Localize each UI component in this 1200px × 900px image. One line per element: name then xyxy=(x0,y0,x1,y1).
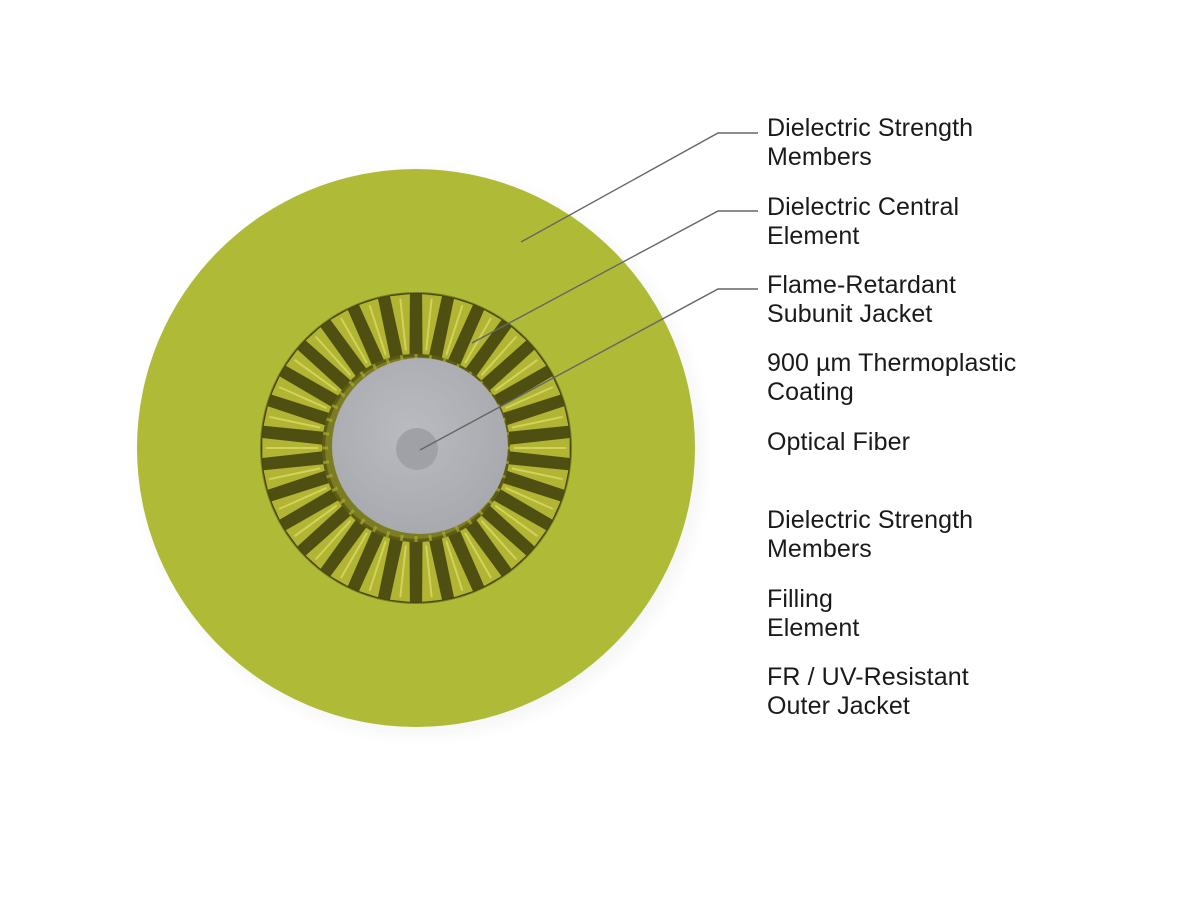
label-filling-element: Filling Element xyxy=(767,585,859,643)
label-line: Element xyxy=(767,222,860,250)
strand-highlight xyxy=(505,386,554,410)
strand-highlight xyxy=(511,467,563,481)
strand-highlight xyxy=(340,317,368,364)
subunit-ridge xyxy=(428,534,433,542)
leader-line-subunit-jacket xyxy=(419,288,758,451)
label-line: Dielectric Strength xyxy=(767,114,974,142)
strand-highlight xyxy=(399,298,407,351)
label-line: Dielectric Central xyxy=(767,193,960,221)
subunit-ridge xyxy=(339,498,346,505)
label-line: 900 µm Thermoplastic xyxy=(767,349,1017,377)
strand-highlight xyxy=(511,415,563,429)
strand-highlight xyxy=(445,304,464,356)
strand-highlight xyxy=(278,486,327,510)
subunit-ridge xyxy=(385,531,391,538)
subunit-ridge xyxy=(371,525,378,533)
label-line: Dielectric Strength xyxy=(767,506,974,534)
subunit-ridge xyxy=(441,531,447,538)
optical-fiber xyxy=(396,428,438,470)
strand-highlight xyxy=(445,540,464,592)
strand-highlight xyxy=(505,486,554,510)
subunit-ridge xyxy=(466,518,473,525)
label-line: Element xyxy=(767,614,860,642)
strand-highlight xyxy=(294,504,338,538)
label-optical-fiber: Optical Fiber xyxy=(767,428,910,457)
strand-highlight xyxy=(269,415,321,429)
label-line: FR / UV-Resistant xyxy=(767,663,969,691)
subunit-ridge xyxy=(359,518,366,525)
strand-highlight xyxy=(425,298,433,351)
subunit-ridge xyxy=(326,473,333,479)
subunit-ridge xyxy=(339,391,346,398)
subunit-ridge xyxy=(371,363,378,371)
subunit-ridge xyxy=(385,358,391,365)
label-dielectric-central-element: Dielectric Central Element xyxy=(767,193,959,251)
label-line: Coating xyxy=(767,378,854,406)
label-line: Members xyxy=(767,143,872,171)
strand-highlight xyxy=(368,304,387,356)
leader-line-strength-members xyxy=(520,132,758,243)
subunit-ridge xyxy=(348,509,355,516)
strand-highlight xyxy=(269,467,321,481)
subunit-ridge xyxy=(331,486,339,493)
strand-highlight xyxy=(314,520,352,561)
subunit-ridge xyxy=(399,534,404,542)
strand-highlight xyxy=(278,386,327,410)
strength-members-outer-edge xyxy=(260,292,572,604)
subunit-ridge xyxy=(331,403,339,410)
subunit-ridge xyxy=(359,371,366,378)
strand-highlight xyxy=(480,335,518,376)
subunit-ridge xyxy=(326,417,333,423)
strand-highlight xyxy=(340,532,368,579)
label-line: Filling xyxy=(767,585,833,613)
label-line: Optical Fiber xyxy=(767,428,911,456)
label-line: Flame-Retardant xyxy=(767,271,957,299)
label-dielectric-strength-members-2: Dielectric Strength Members xyxy=(767,506,973,564)
strand-highlight xyxy=(464,532,492,579)
strand-highlight xyxy=(399,545,407,598)
strand-highlight xyxy=(494,358,538,392)
strand-highlight xyxy=(294,358,338,392)
label-dielectric-strength-members: Dielectric Strength Members xyxy=(767,114,973,172)
strand-highlight xyxy=(314,335,352,376)
subunit-ridge xyxy=(322,460,330,465)
strand-highlight xyxy=(368,540,387,592)
strand-highlight xyxy=(494,504,538,538)
strand-highlight xyxy=(425,545,433,598)
subunit-ridge xyxy=(322,431,330,436)
label-line: Outer Jacket xyxy=(767,692,910,720)
label-flame-retardant-subunit-jacket: Flame-Retardant Subunit Jacket xyxy=(767,271,956,329)
strength-member-strands xyxy=(262,294,570,602)
label-line: Subunit Jacket xyxy=(767,300,933,328)
leader-line-central-element xyxy=(471,210,758,344)
subunit-ridge xyxy=(348,380,355,387)
label-line: Members xyxy=(767,535,872,563)
label-outer-jacket: FR / UV-Resistant Outer Jacket xyxy=(767,663,969,721)
label-thermoplastic-coating: 900 µm Thermoplastic Coating xyxy=(767,349,1016,407)
subunit-ridge xyxy=(454,525,461,533)
strand-highlight xyxy=(464,317,492,364)
strand-highlight xyxy=(480,520,518,561)
